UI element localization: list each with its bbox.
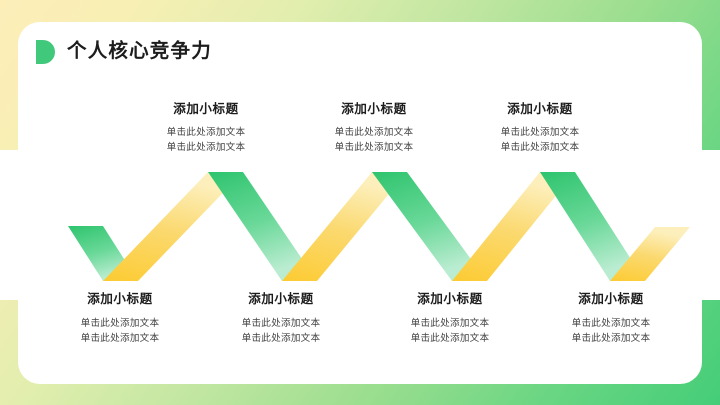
text-block-heading: 添加小标题 xyxy=(341,102,407,116)
text-block-heading: 添加小标题 xyxy=(578,292,644,306)
text-block-line: 单击此处添加文本 xyxy=(241,318,321,329)
text-block-line: 单击此处添加文本 xyxy=(334,141,414,153)
text-block-body: 单击此处添加文本 单击此处添加文本 xyxy=(521,317,701,347)
text-block-body: 单击此处添加文本 单击此处添加文本 xyxy=(30,317,210,347)
text-block-line: 单击此处添加文本 xyxy=(241,332,321,344)
text-block-line: 单击此处添加文本 xyxy=(334,127,414,138)
zigzag-seg-7-green xyxy=(540,172,645,281)
text-block-bottom-1[interactable]: 添加小标题 单击此处添加文本 单击此处添加文本 xyxy=(30,288,210,347)
zigzag-seg-8-yellow xyxy=(610,227,690,281)
text-block-top-1[interactable]: 添加小标题 单击此处添加文本 单击此处添加文本 xyxy=(116,98,296,156)
text-block-heading: 添加小标题 xyxy=(248,292,314,306)
text-block-body: 单击此处添加文本 单击此处添加文本 xyxy=(191,317,371,347)
text-block-line: 单击此处添加文本 xyxy=(80,332,160,344)
text-block-line: 单击此处添加文本 xyxy=(410,332,490,344)
text-block-heading: 添加小标题 xyxy=(173,102,239,116)
text-block-body: 单击此处添加文本 单击此处添加文本 xyxy=(450,126,630,156)
text-block-line: 单击此处添加文本 xyxy=(166,141,246,153)
text-block-heading: 添加小标题 xyxy=(507,102,573,116)
text-block-bottom-4[interactable]: 添加小标题 单击此处添加文本 单击此处添加文本 xyxy=(521,288,701,347)
text-block-line: 单击此处添加文本 xyxy=(500,141,580,153)
text-block-bottom-3[interactable]: 添加小标题 单击此处添加文本 单击此处添加文本 xyxy=(360,288,540,347)
zigzag-seg-6-yellow xyxy=(452,172,575,281)
zigzag-seg-5-green xyxy=(372,172,487,281)
text-block-line: 单击此处添加文本 xyxy=(166,127,246,138)
text-block-body: 单击此处添加文本 单击此处添加文本 xyxy=(284,126,464,156)
text-block-heading: 添加小标题 xyxy=(417,292,483,306)
text-block-top-3[interactable]: 添加小标题 单击此处添加文本 单击此处添加文本 xyxy=(450,98,630,156)
half-rounded-bullet-icon xyxy=(36,40,55,64)
text-block-line: 单击此处添加文本 xyxy=(80,318,160,329)
zigzag-seg-2-yellow xyxy=(103,172,243,281)
text-block-body: 单击此处添加文本 单击此处添加文本 xyxy=(360,317,540,347)
text-block-line: 单击此处添加文本 xyxy=(410,318,490,329)
text-block-bottom-2[interactable]: 添加小标题 单击此处添加文本 单击此处添加文本 xyxy=(191,288,371,347)
zigzag-seg-3-green xyxy=(208,172,317,281)
page-title-text: 个人核心竞争力 xyxy=(67,40,212,63)
text-block-heading: 添加小标题 xyxy=(87,292,153,306)
zigzag-seg-4-yellow xyxy=(282,172,407,281)
text-block-top-2[interactable]: 添加小标题 单击此处添加文本 单击此处添加文本 xyxy=(284,98,464,156)
text-block-line: 单击此处添加文本 xyxy=(571,318,651,329)
text-block-line: 单击此处添加文本 xyxy=(500,127,580,138)
page-title: 个人核心竞争力 xyxy=(36,40,212,64)
text-block-line: 单击此处添加文本 xyxy=(571,332,651,344)
text-block-body: 单击此处添加文本 单击此处添加文本 xyxy=(116,126,296,156)
